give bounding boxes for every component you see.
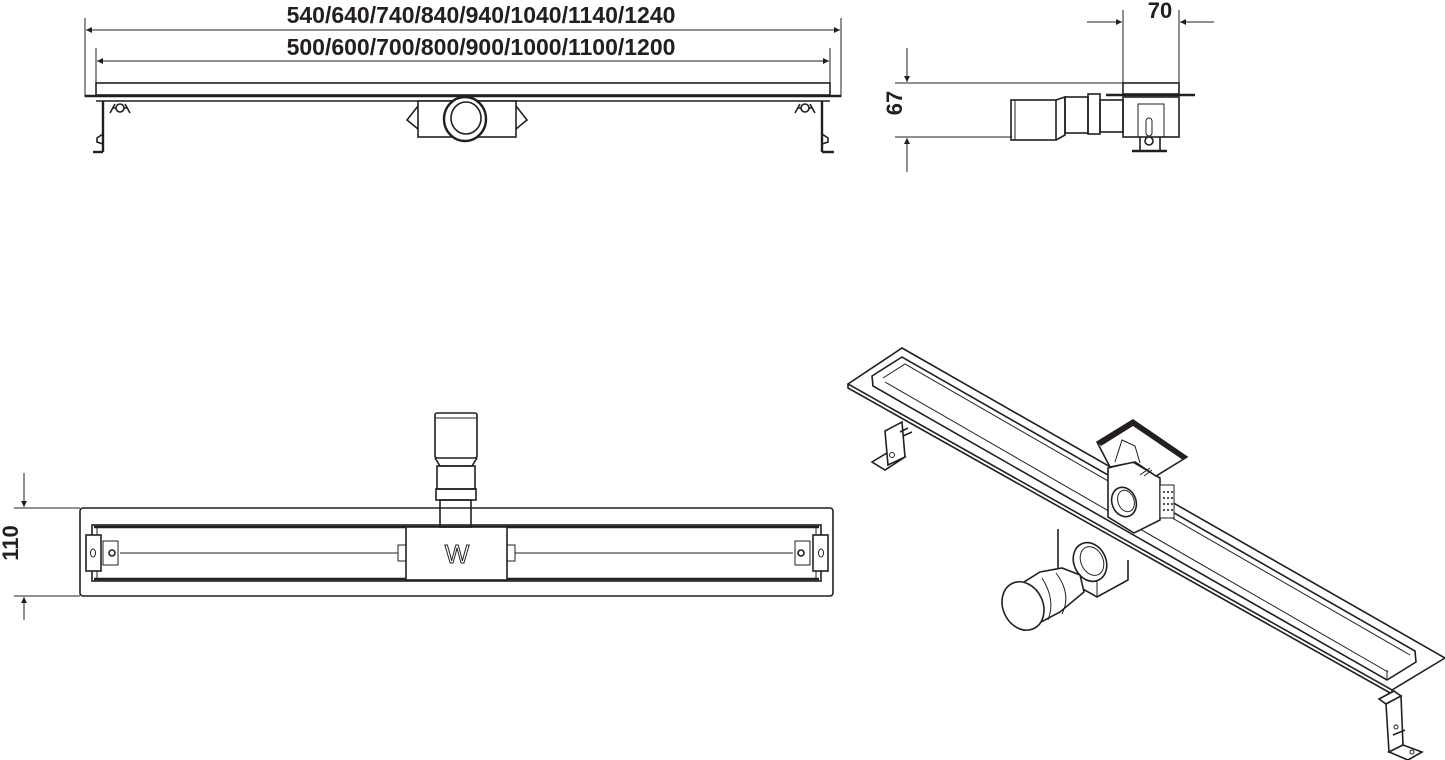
outlet-clip-left bbox=[405, 105, 419, 130]
outlet-collar bbox=[435, 488, 477, 501]
width-label: 70 bbox=[1148, 0, 1172, 23]
channel-length-label: 500/600/700/800/900/1000/1100/1200 bbox=[287, 34, 676, 60]
mounting-foot-right bbox=[794, 101, 834, 154]
isometric-view bbox=[846, 347, 1445, 760]
flow-arrow bbox=[1139, 467, 1153, 477]
pipe-reducer bbox=[1055, 95, 1066, 141]
leveling-screw-left bbox=[108, 549, 116, 557]
leveling-slot bbox=[1145, 117, 1153, 137]
outlet-mark: W bbox=[445, 539, 470, 569]
outlet-pipe-inner bbox=[450, 101, 482, 135]
drain-frame bbox=[79, 507, 834, 597]
siphon-outlet-ring bbox=[1110, 486, 1138, 518]
top-view: 110 W bbox=[0, 412, 834, 620]
width-label: 110 bbox=[0, 525, 23, 561]
channel-profile bbox=[1122, 96, 1180, 138]
end-clip-right bbox=[812, 534, 829, 572]
side-view: 70 67 bbox=[882, 0, 1214, 172]
drain-flange bbox=[846, 347, 1445, 691]
pipe-collar bbox=[1087, 93, 1101, 135]
siphon-body bbox=[1137, 103, 1165, 138]
outlet-pipe bbox=[434, 412, 478, 459]
mounting-foot-left bbox=[870, 420, 913, 471]
pipe-connector bbox=[1099, 99, 1124, 133]
height-label: 67 bbox=[882, 91, 907, 115]
leveling-screw bbox=[1144, 136, 1154, 146]
siphon-grid-edge bbox=[1097, 420, 1187, 460]
grate-profile bbox=[1122, 82, 1180, 95]
grate-cover bbox=[95, 82, 831, 96]
pipe-segment bbox=[1064, 96, 1089, 134]
strainer-holes bbox=[1163, 491, 1173, 511]
outlet-neck bbox=[439, 499, 472, 528]
end-clip-left bbox=[85, 534, 102, 572]
leveling-screw-right bbox=[797, 549, 805, 557]
siphon-strainer bbox=[1159, 484, 1175, 519]
outlet-box bbox=[405, 526, 508, 581]
overall-length-label: 540/640/740/840/940/1040/1140/1240 bbox=[287, 2, 676, 28]
mounting-foot-left bbox=[93, 101, 131, 154]
front-view: 540/640/740/840/940/1040/1140/1240 500/6… bbox=[84, 2, 842, 154]
outlet-pipe bbox=[1010, 99, 1057, 141]
mounting-foot-right bbox=[1377, 690, 1424, 760]
outlet-connector bbox=[436, 465, 476, 490]
outlet-pipe-end bbox=[1001, 581, 1045, 631]
outlet-clip-right bbox=[515, 105, 529, 130]
